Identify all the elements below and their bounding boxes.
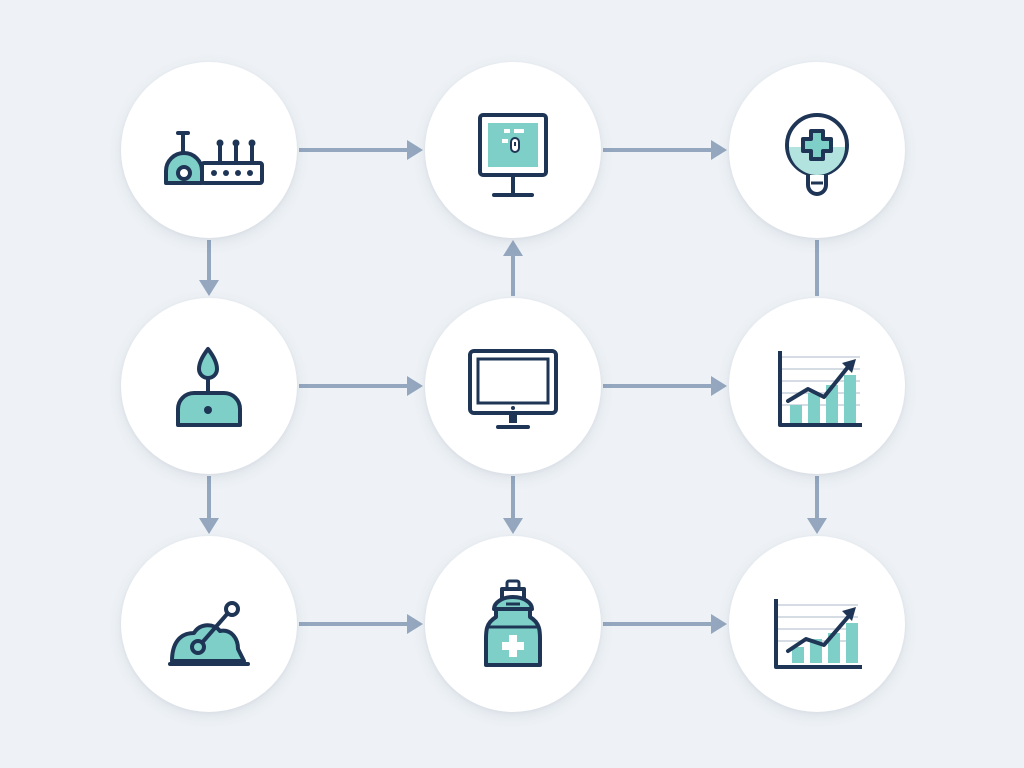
arrowhead-n1-n4 bbox=[199, 280, 219, 296]
lever-dome-icon bbox=[168, 601, 250, 666]
display-panel-icon bbox=[478, 113, 548, 197]
growth-chart-icon bbox=[774, 599, 862, 669]
router-icon bbox=[164, 131, 264, 185]
node-router[interactable] bbox=[121, 62, 297, 238]
node-monitor[interactable] bbox=[425, 298, 601, 474]
node-medicine-bottle[interactable] bbox=[425, 536, 601, 712]
node-lever-dome[interactable] bbox=[121, 536, 297, 712]
arrowhead-n1-n2 bbox=[407, 140, 423, 160]
arrowhead-n4-n7 bbox=[199, 518, 219, 534]
node-growth-chart-b[interactable] bbox=[729, 536, 905, 712]
node-drop-device[interactable] bbox=[121, 298, 297, 474]
arrowhead-n8-n9 bbox=[711, 614, 727, 634]
arrowhead-n5-n6 bbox=[711, 376, 727, 396]
node-growth-chart-a[interactable] bbox=[729, 298, 905, 474]
drop-device-icon bbox=[176, 347, 242, 427]
arrowhead-n7-n8 bbox=[407, 614, 423, 634]
medicine-bottle-icon bbox=[484, 579, 542, 667]
arrowhead-n5-n2 bbox=[503, 240, 523, 256]
arrowhead-n6-n9 bbox=[807, 518, 827, 534]
arrowhead-n4-n5 bbox=[407, 376, 423, 396]
growth-chart-icon bbox=[778, 351, 862, 427]
arrowhead-n2-n3 bbox=[711, 140, 727, 160]
arrowhead-n5-n8 bbox=[503, 518, 523, 534]
medical-plus-bulb-icon bbox=[785, 113, 849, 196]
node-medical-bulb[interactable] bbox=[729, 62, 905, 238]
node-display-panel[interactable] bbox=[425, 62, 601, 238]
monitor-icon bbox=[468, 349, 558, 429]
